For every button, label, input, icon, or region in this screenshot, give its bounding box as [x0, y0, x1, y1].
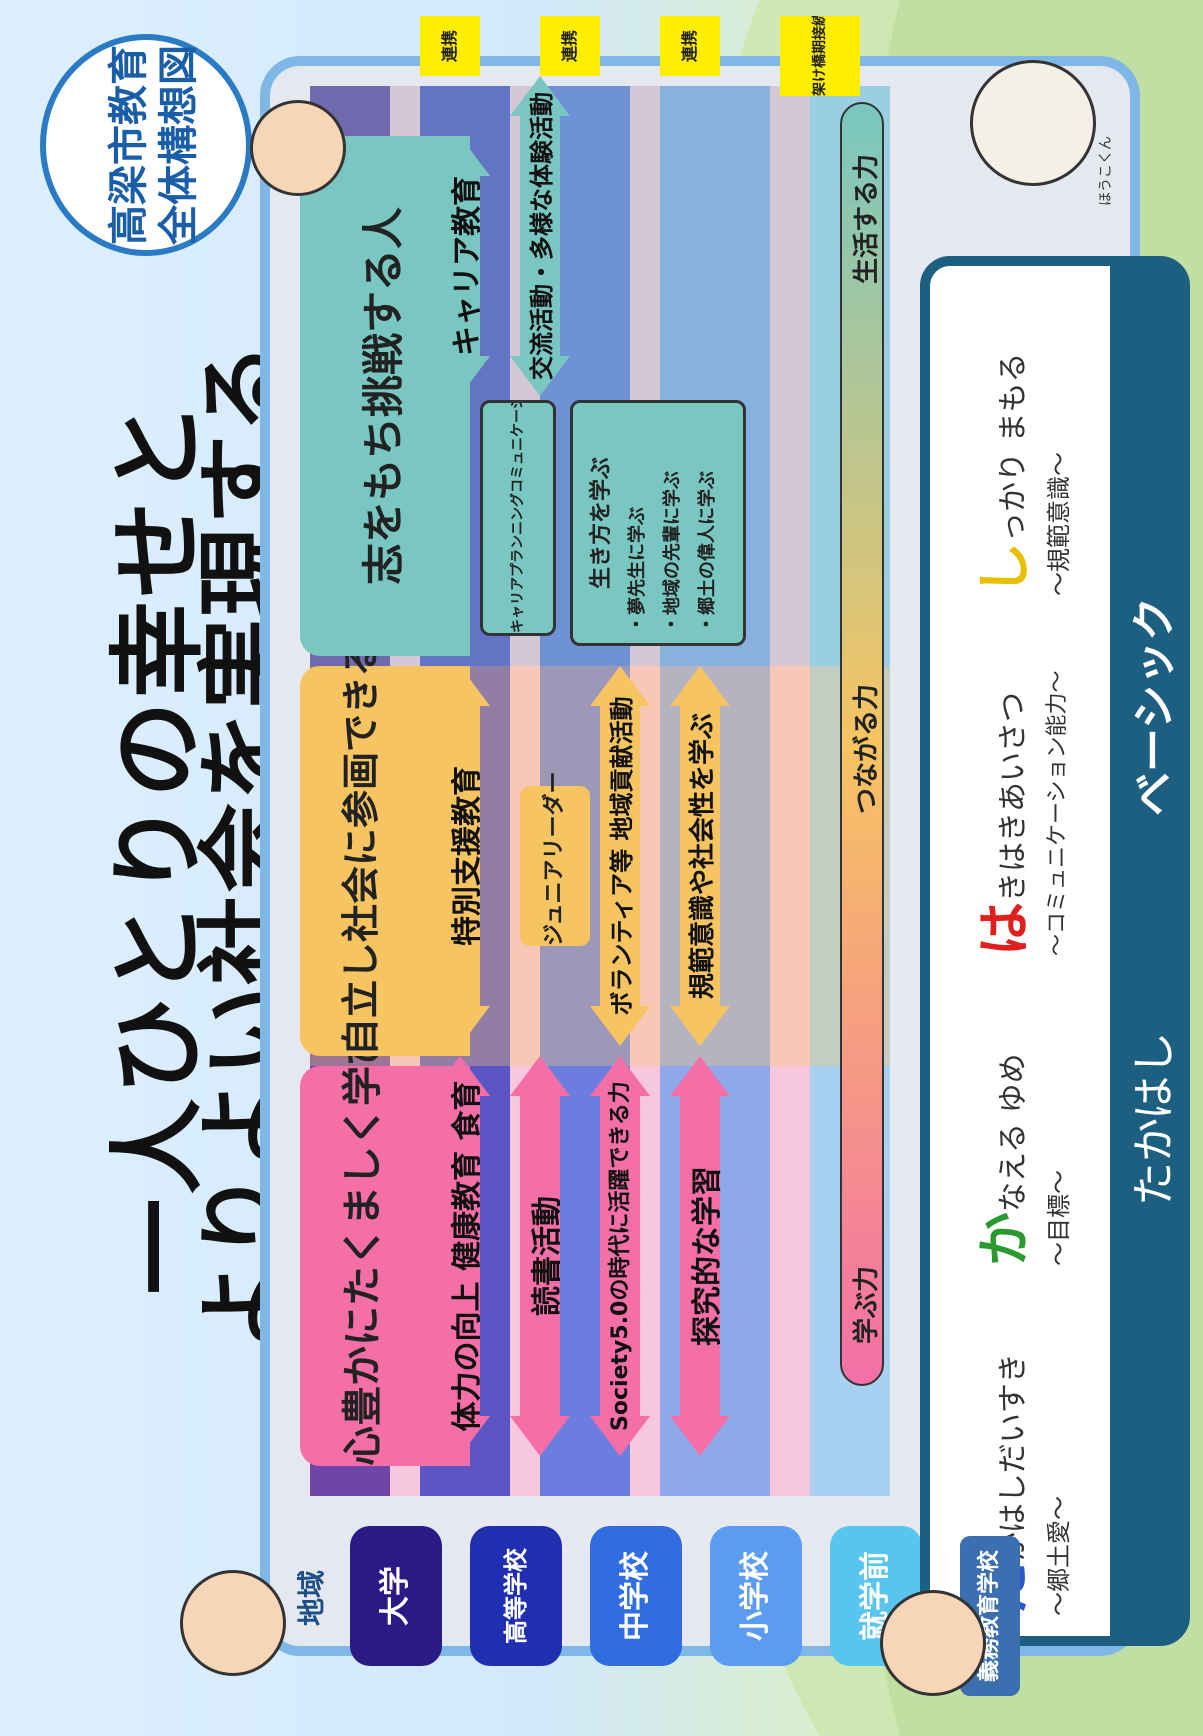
title-bubble: 高梁市教育 全体構想図	[40, 34, 252, 256]
activity-teal-1: キャリア教育	[430, 136, 490, 396]
child-face-icon	[250, 100, 346, 196]
mascot-face-icon	[970, 60, 1096, 186]
goal-orange-label: 自立し社会に参画できる人	[339, 600, 383, 1056]
power-live: 生活する力	[852, 153, 882, 284]
mascot: ほうこくん	[950, 36, 1120, 206]
power-learn: 学ぶ力	[852, 1265, 882, 1344]
school-koko: 高等学校	[470, 1526, 562, 1666]
goal-pink-label: 心豊かにたくましく学び続ける人	[340, 866, 386, 1466]
learn-life-title: 生き方を学ぶ	[589, 457, 614, 590]
activity-orange-0: 規範意識や社会性を学ぶ	[670, 666, 730, 1046]
junior-leader-box: ジュニアリーダー	[520, 772, 590, 946]
link-0: 連携	[420, 16, 480, 76]
basic-ka: かなえる ゆめ 〜目標〜	[973, 1053, 1073, 1266]
link-2: 連携	[660, 16, 720, 76]
learn-life-box: 生き方を学ぶ ・夢先生に学ぶ ・地域の先輩に学ぶ ・郷土の偉人に学ぶ	[570, 400, 746, 646]
basic-shi: しっかり まもる 〜規範意識〜	[973, 352, 1073, 596]
activity-teal-0: 交流活動・多様な体験活動	[510, 76, 570, 396]
region-label: 地域	[295, 1569, 328, 1626]
goal-teal-label: 志をもち挑戦する人	[359, 207, 408, 586]
power-bar: 学ぶ力 つながる力 生活する力	[840, 102, 884, 1386]
basic-bar: たかはし ベーシック	[1110, 266, 1180, 1636]
basic-ha: はきはきあいさつ 〜コミュニケーション能力〜	[973, 670, 1070, 956]
power-connect: つながる力	[852, 683, 882, 814]
learn-life-item-2: ・郷土の偉人に学ぶ	[697, 471, 718, 633]
takahashi-basic-box: たかはしだいすき 〜郷土愛〜 かなえる ゆめ 〜目標〜 はきはきあいさつ 〜コミ…	[920, 256, 1190, 1646]
elder-face-icon	[880, 1590, 986, 1696]
activity-orange-1: ボランティア等 地域貢献活動	[590, 666, 650, 1046]
link-3: 架け橋期接続	[780, 16, 860, 96]
mascot-name: ほうこくん	[1098, 136, 1114, 206]
school-shogaku: 小学校	[710, 1526, 802, 1666]
learn-life-item-1: ・地域の先輩に学ぶ	[662, 471, 683, 633]
basic-bar-right: ベーシック	[1129, 596, 1180, 816]
school-daigaku: 大学	[350, 1526, 442, 1666]
main-title: 一人ひとりの幸せと よりよい社会を実現する人づくり	[20, 296, 426, 1396]
activity-pink-1: 読書活動	[510, 1056, 570, 1456]
link-1: 連携	[540, 16, 600, 76]
activity-orange-2: 特別支援教育	[430, 666, 490, 1046]
activity-pink-2: Society5.0の時代に活躍できる力	[590, 1056, 650, 1456]
activity-pink-0: 体力の向上 健康教育 食育	[430, 1056, 490, 1456]
basic-bar-left: たかはし	[1129, 1031, 1180, 1206]
activity-pink-3: 探究的な学習	[670, 1056, 730, 1456]
child-face-icon-2	[180, 1570, 286, 1676]
learn-life-item-0: ・夢先生に学ぶ	[627, 507, 648, 633]
bubble-line-2: 全体構想図	[156, 45, 202, 245]
school-chugaku: 中学校	[590, 1526, 682, 1666]
career-skill-box: キャリアプランニングコミュニケーションスキル	[480, 400, 556, 636]
